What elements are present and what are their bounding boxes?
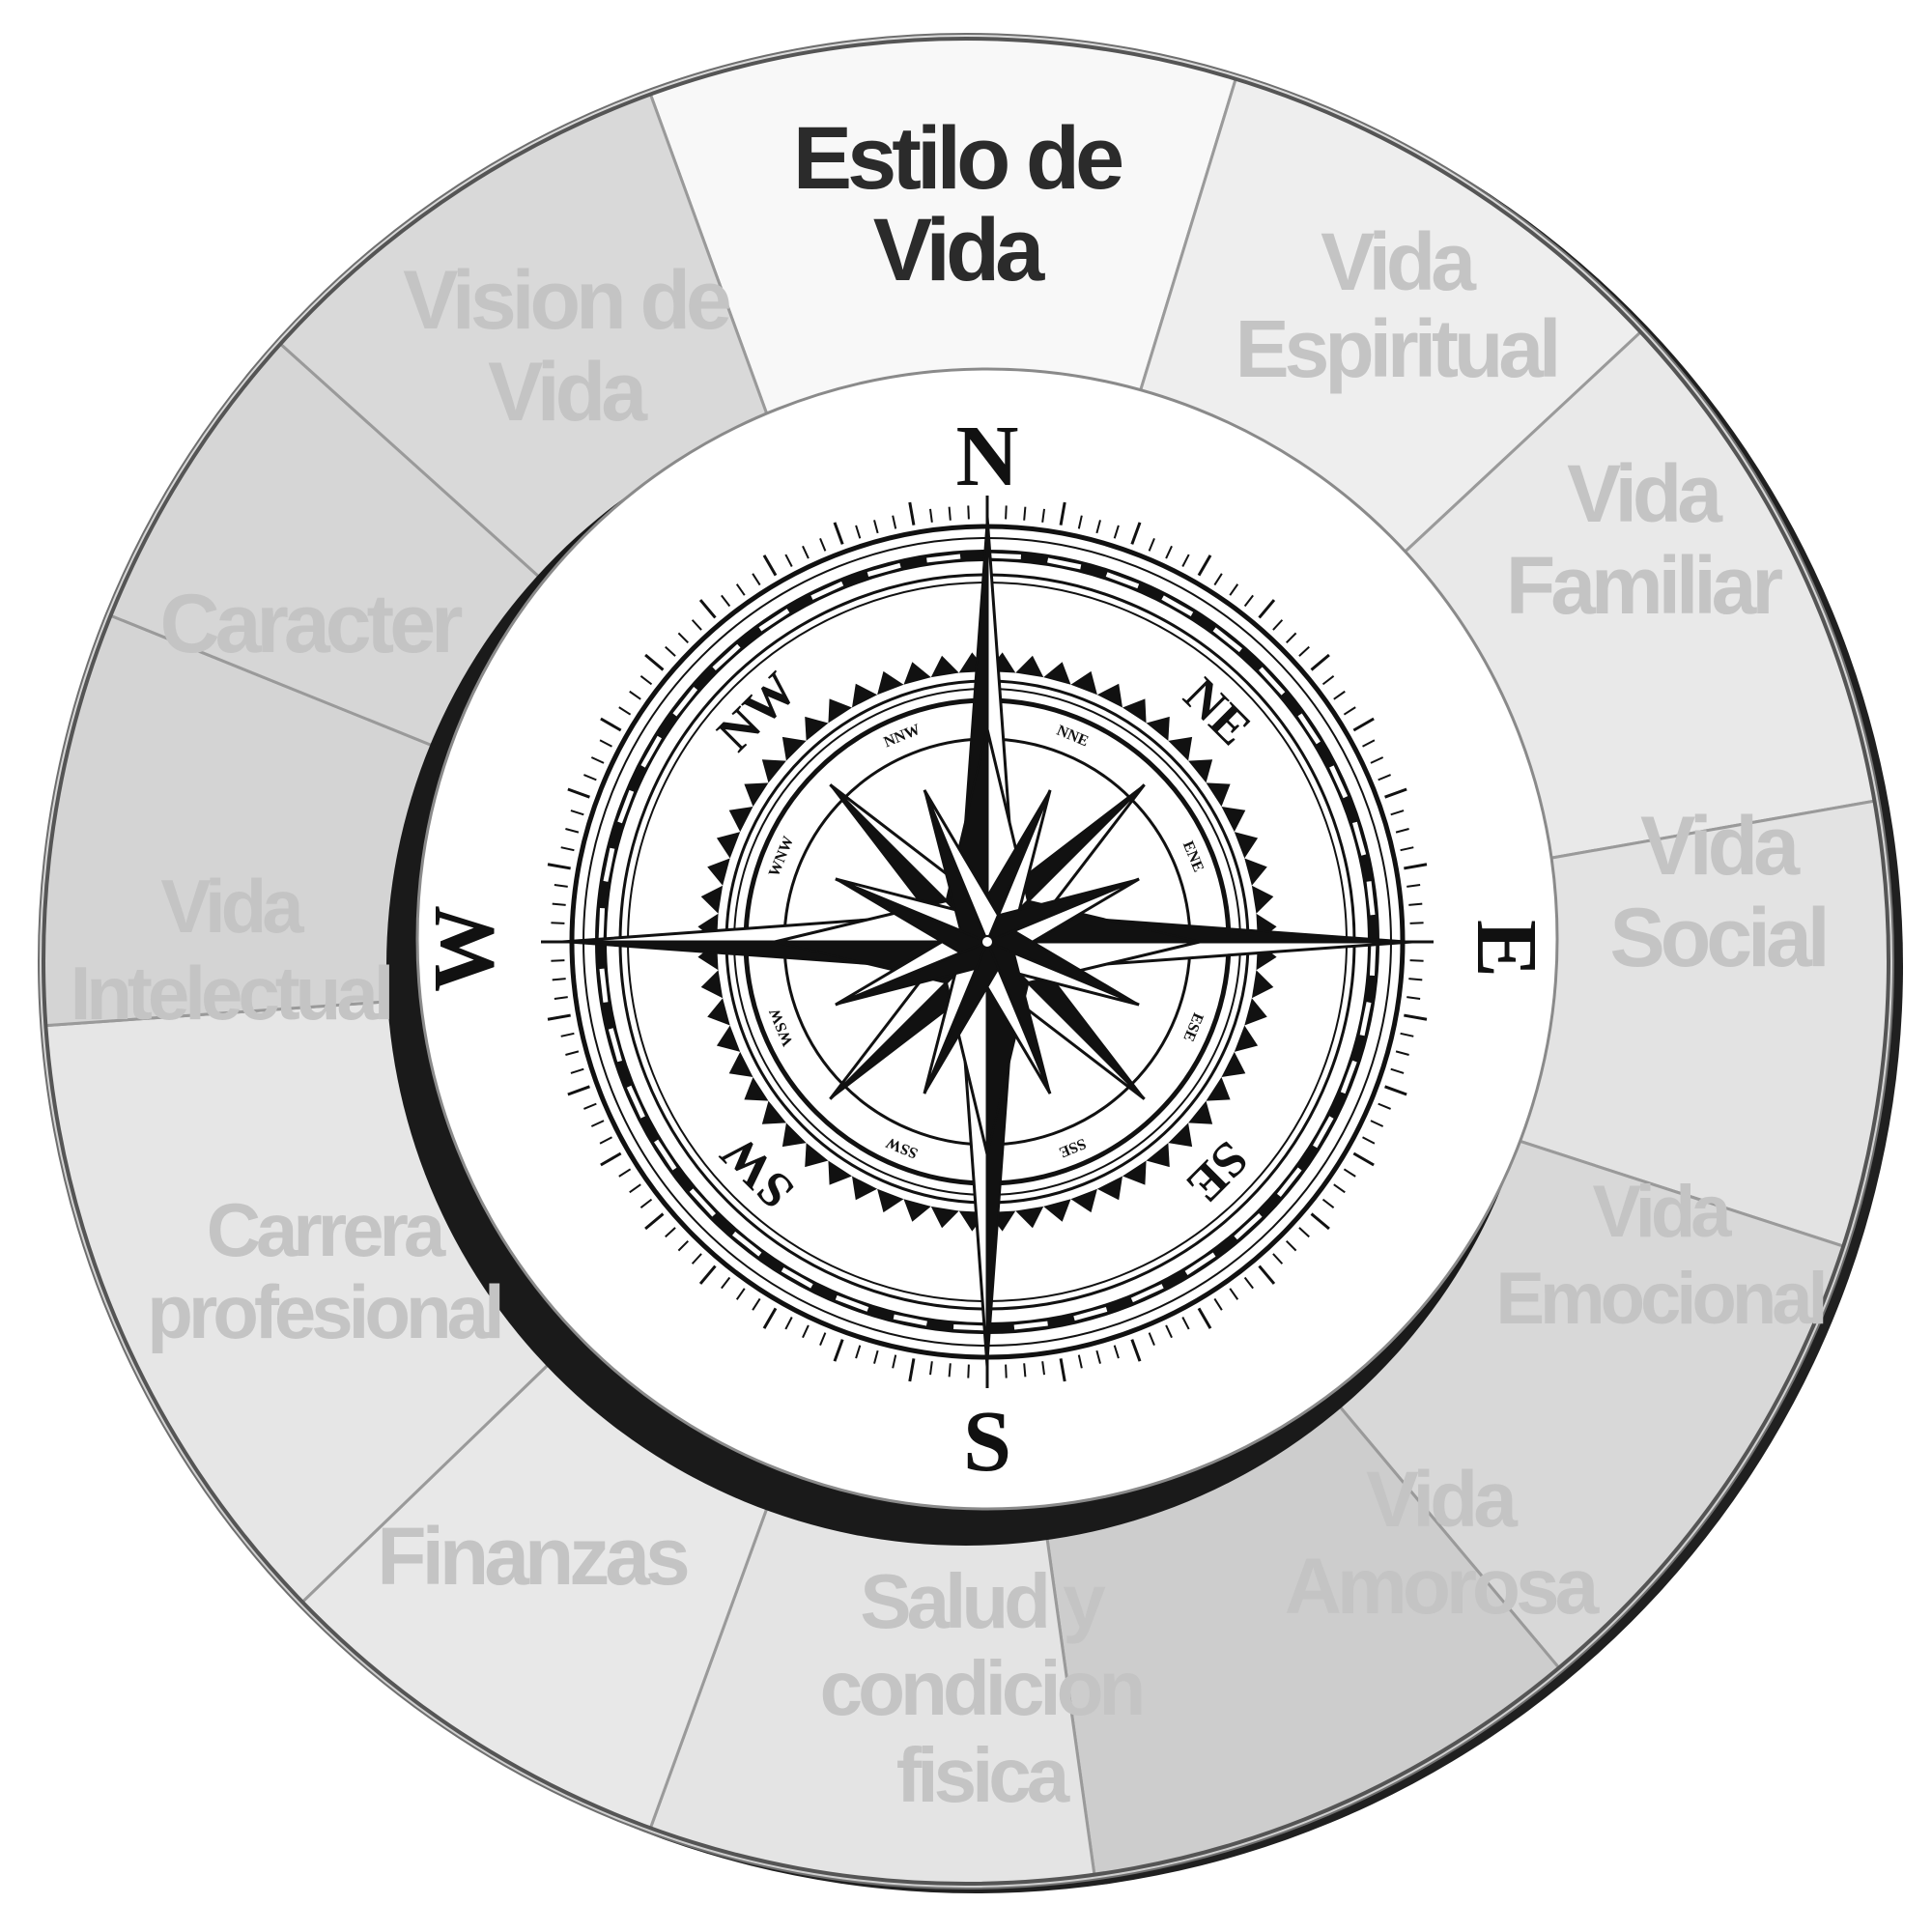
segment-label-line: Social — [1609, 892, 1825, 984]
segment-label-line: Intelectual — [71, 951, 390, 1036]
segment-label-line: Vida — [1321, 216, 1477, 307]
cardinal-label-s: S — [963, 1394, 1011, 1490]
segment-label-line: Vida — [1592, 1171, 1732, 1253]
compass-center-pin — [980, 935, 994, 949]
segment-label-line: Vision de — [403, 254, 729, 347]
segment-label-line: Vida — [1567, 448, 1723, 539]
segment-label-finanzas: Finanzas — [377, 1511, 688, 1602]
cardinal-label-e: E — [1459, 920, 1554, 978]
compass-tick-rim — [541, 496, 1434, 1388]
outer-ring-edge — [42, 37, 1890, 1886]
compass-ring-dashes — [598, 553, 1377, 1331]
compass-serrations — [697, 652, 1277, 1232]
segment-label-caracter: Caracter — [160, 578, 464, 670]
segment-label-line: Vida — [1640, 800, 1801, 893]
segment-label-line: Finanzas — [377, 1511, 688, 1602]
segment-label-line: Emocional — [1495, 1258, 1823, 1340]
segment-label-line: profesional — [147, 1269, 500, 1354]
ring-segments — [42, 37, 1890, 1886]
cardinal-label-w: W — [416, 905, 512, 992]
cardinal-label-n: N — [956, 409, 1019, 504]
compass-minor-points — [835, 789, 1140, 1094]
segment-label-line: Estilo de — [793, 109, 1122, 208]
segment-label-line: fisica — [896, 1732, 1070, 1818]
segment-label-line: Familiar — [1506, 540, 1782, 631]
segment-label-line: Vida — [160, 864, 304, 949]
segment-label-line: Vida — [873, 201, 1045, 299]
segment-label-line: Caracter — [160, 578, 464, 670]
segment-label-line: Carrera — [207, 1187, 446, 1272]
segment-label-line: Vida — [488, 346, 648, 439]
segment-label-line: Espiritual — [1236, 303, 1557, 394]
segment-label-line: Salud y — [860, 1558, 1106, 1644]
segment-label-line: condicion — [820, 1645, 1142, 1731]
segment-label-line: Vida — [1366, 1456, 1519, 1544]
segment-label-line: Amorosa — [1285, 1543, 1601, 1631]
